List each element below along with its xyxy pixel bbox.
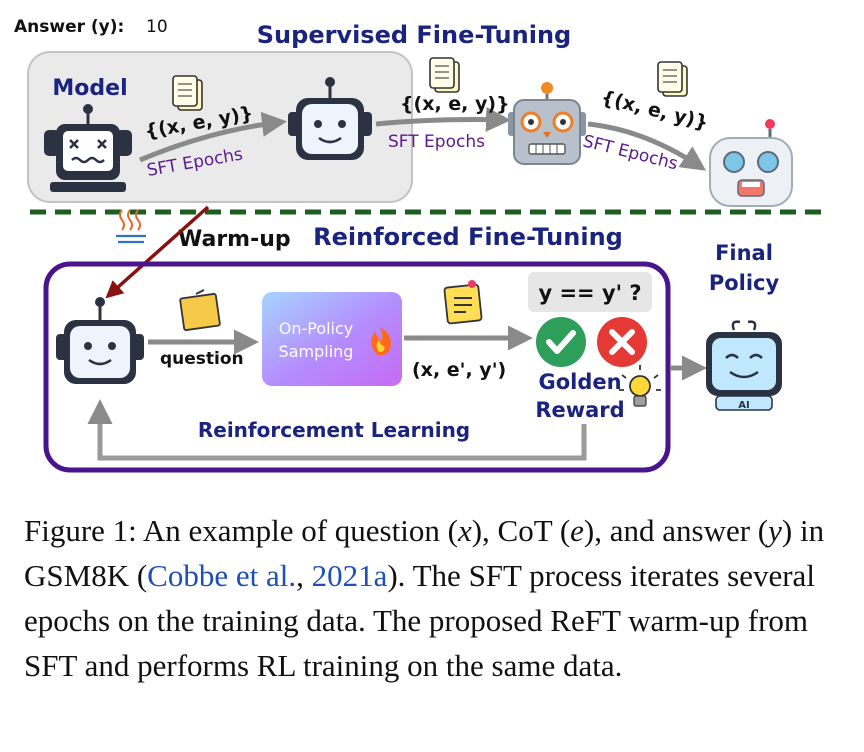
sft-robot-icon [288,77,372,160]
rl-loop-arrow [87,399,587,461]
check-icon [536,317,586,367]
caption-text: , [296,558,312,593]
golden-reward-label-line2: Reward [535,398,624,422]
memo-icon [443,280,483,325]
answer-value: 10 [146,17,168,37]
rl-frame [43,261,671,473]
base-model-robot-icon [44,104,132,192]
caption-text: ). The SFT process iterates several epoc… [24,558,815,683]
document-icon [657,61,688,97]
caption-text: ) in GSM8K ( [24,513,825,593]
rl-label: Reinforcement Learning [198,418,470,442]
lightbulb-icon [619,365,661,407]
caption-var-y: y [768,513,782,548]
sft-title: Supervised Fine-Tuning [257,21,571,49]
final-policy-label-line2: Policy [709,271,780,295]
sampling-label-line1: On-Policy [279,319,354,338]
caption-text: ), and answer ( [583,513,769,548]
sft-epochs-label: SFT Epochs [388,132,485,152]
sft-arrow [375,106,511,132]
caption-var-x: x [457,513,472,548]
caption-text: ), CoT ( [471,513,571,548]
final-policy-robot-icon [706,320,782,411]
sft-arrow [139,111,287,163]
warmup-icon [116,209,146,244]
question-label: question [160,349,244,369]
answer-label: Answer (y): [14,17,124,37]
warmup-arrow [105,205,210,299]
citation-author-link[interactable]: Cobbe et al. [147,558,297,593]
caption-prefix: Figure 1: An example of question ( [24,513,458,548]
ai-badge: AI [738,400,749,411]
answer-check-label: y == y' ? [538,281,641,305]
reft-diagram: Answer (y): 10 Supervised Fine-Tuning Mo… [14,17,824,473]
citation-year-link[interactable]: 2021a [311,558,388,593]
sft-robot-icon [508,82,586,165]
document-icon [429,57,460,93]
sft-epochs-label: SFT Epochs [581,131,680,174]
caption-var-e: e [570,513,584,548]
question-note-icon [179,289,221,331]
model-label: Model [52,76,127,101]
golden-reward-label-line1: Golden [538,370,621,394]
sft-arrow [587,121,707,171]
reft-title: Reinforced Fine-Tuning [313,223,623,251]
final-policy-label-line1: Final [715,241,773,265]
fire-icon [371,327,391,356]
model-box [27,51,413,203]
warmup-label: Warm-up [178,227,291,252]
cross-icon [597,317,647,367]
sft-robot-icon [709,119,793,207]
sample-tuple-label: (x, e', y') [412,359,506,381]
sampling-label-line2: Sampling [279,342,354,361]
on-policy-sampling-box [262,292,402,386]
answer-check-box [528,272,652,312]
rl-robot-icon [56,297,144,384]
figure-caption: Figure 1: An example of question (x), Co… [24,508,844,688]
data-tuple-label: {(x, e, y)} [400,93,510,115]
document-icon [172,75,203,111]
